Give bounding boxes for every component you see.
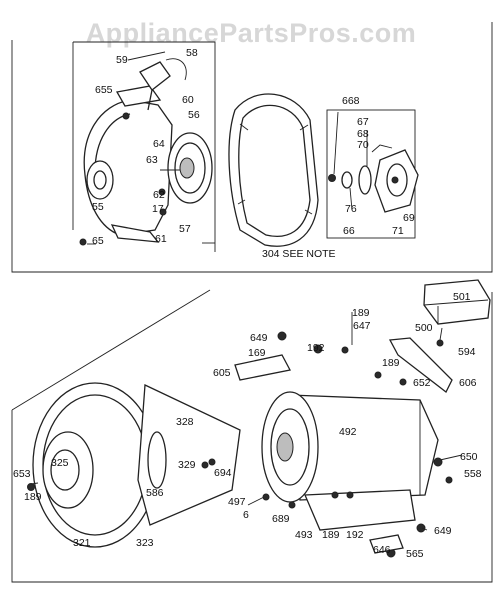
part-label-169: 169 (248, 347, 266, 359)
part-label-655: 655 (95, 84, 113, 96)
part-label-62: 62 (153, 189, 165, 201)
part-label-647: 647 (353, 320, 371, 332)
starter-housing (83, 85, 173, 243)
part-label-650: 650 (460, 451, 478, 463)
part-label-500: 500 (415, 322, 433, 334)
leader-lines (30, 111, 463, 531)
mounting-plate (137, 384, 241, 526)
part-label-192: 192 (346, 529, 364, 541)
part-label-594: 594 (458, 346, 476, 358)
starter-handle (127, 51, 187, 111)
part-label-586: 586 (146, 487, 164, 499)
part-label-64: 64 (153, 138, 165, 150)
part-label-565: 565 (406, 548, 424, 560)
part-label-606: 606 (459, 377, 477, 389)
part-label-61: 61 (155, 233, 167, 245)
note-label: 304 SEE NOTE (262, 248, 336, 260)
part-label-329: 329 (178, 459, 196, 471)
part-label-653: 653 (13, 468, 31, 480)
part-label-189: 189 (322, 529, 340, 541)
part-label-497: 497 (228, 496, 246, 508)
part-label-63: 63 (146, 154, 158, 166)
part-label-501: 501 (453, 291, 471, 303)
part-label-69: 69 (403, 212, 415, 224)
part-label-59: 59 (116, 54, 128, 66)
part-label-652: 652 (413, 377, 431, 389)
part-label-323: 323 (136, 537, 154, 549)
part-label-76: 76 (345, 203, 357, 215)
mounting-brackets (234, 331, 453, 558)
part-label-57: 57 (179, 223, 191, 235)
clutch-assembly (328, 144, 419, 213)
part-label-689: 689 (272, 513, 290, 525)
blower-housing (228, 93, 319, 247)
part-label-325: 325 (51, 457, 69, 469)
part-label-694: 694 (214, 467, 232, 479)
voltage-regulator (423, 279, 491, 325)
part-label-189: 189 (352, 307, 370, 319)
watermark: AppliancePartsPros.com (85, 18, 417, 48)
part-label-56: 56 (188, 109, 200, 121)
part-label-649: 649 (250, 332, 268, 344)
part-label-66: 66 (343, 225, 355, 237)
part-label-58: 58 (186, 47, 198, 59)
part-label-605: 605 (213, 367, 231, 379)
part-label-558: 558 (464, 468, 482, 480)
part-label-493: 493 (295, 529, 313, 541)
part-label-71: 71 (392, 225, 404, 237)
part-label-70: 70 (357, 139, 369, 151)
part-label-492: 492 (339, 426, 357, 438)
part-label-649: 649 (434, 525, 452, 537)
part-label-668: 668 (342, 95, 360, 107)
starter-pulley (79, 132, 213, 246)
part-label-192: 192 (307, 342, 325, 354)
part-label-17: 17 (152, 203, 164, 215)
part-label-68: 68 (357, 128, 369, 140)
part-label-321: 321 (73, 537, 91, 549)
part-label-60: 60 (182, 94, 194, 106)
lower-frame (11, 289, 493, 583)
part-label-67: 67 (357, 116, 369, 128)
part-label-189: 189 (382, 357, 400, 369)
part-label-328: 328 (176, 416, 194, 428)
part-label-65: 65 (92, 235, 104, 247)
part-label-189: 189 (24, 491, 42, 503)
generator (261, 391, 439, 554)
part-label-646: 646 (373, 544, 391, 556)
part-label-55: 55 (92, 201, 104, 213)
flywheel-screen (27, 382, 158, 548)
part-label-6: 6 (243, 509, 249, 521)
